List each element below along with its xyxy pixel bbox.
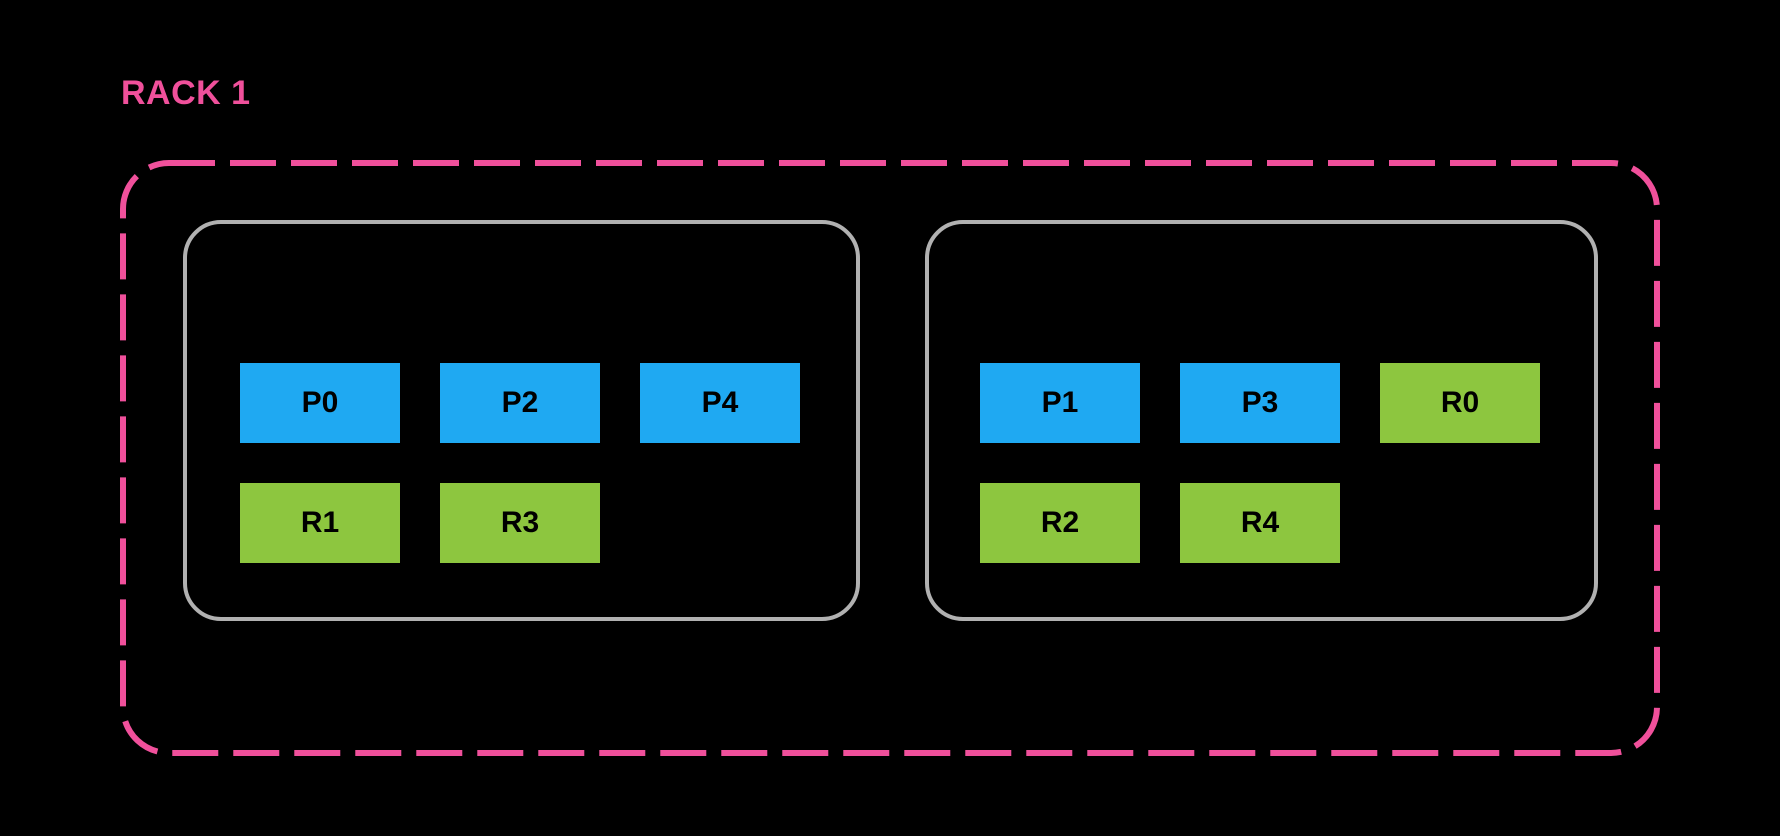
slot-r0: R0 — [1380, 363, 1540, 443]
slot-r2: R2 — [980, 483, 1140, 563]
slot-r3: R3 — [440, 483, 600, 563]
node-1-bottom-row: R1 R3 — [240, 483, 800, 563]
slot-r1: R1 — [240, 483, 400, 563]
node-2-top-row: P1 P3 R0 — [980, 363, 1540, 443]
slot-p0: P0 — [240, 363, 400, 443]
node-2: P1 P3 R0 R2 R4 — [925, 220, 1598, 621]
rack-dashed-border — [120, 160, 1660, 756]
slot-r4: R4 — [1180, 483, 1340, 563]
slot-p1: P1 — [980, 363, 1140, 443]
node-1-slot-grid: P0 P2 P4 R1 R3 — [240, 363, 800, 563]
node-2-slot-grid: P1 P3 R0 R2 R4 — [980, 363, 1540, 563]
node-1-top-row: P0 P2 P4 — [240, 363, 800, 443]
slot-p2: P2 — [440, 363, 600, 443]
rack-title: RACK 1 — [121, 74, 251, 112]
node-2-bottom-row: R2 R4 — [980, 483, 1540, 563]
slot-p3: P3 — [1180, 363, 1340, 443]
slot-p4: P4 — [640, 363, 800, 443]
node-1: P0 P2 P4 R1 R3 — [183, 220, 860, 621]
